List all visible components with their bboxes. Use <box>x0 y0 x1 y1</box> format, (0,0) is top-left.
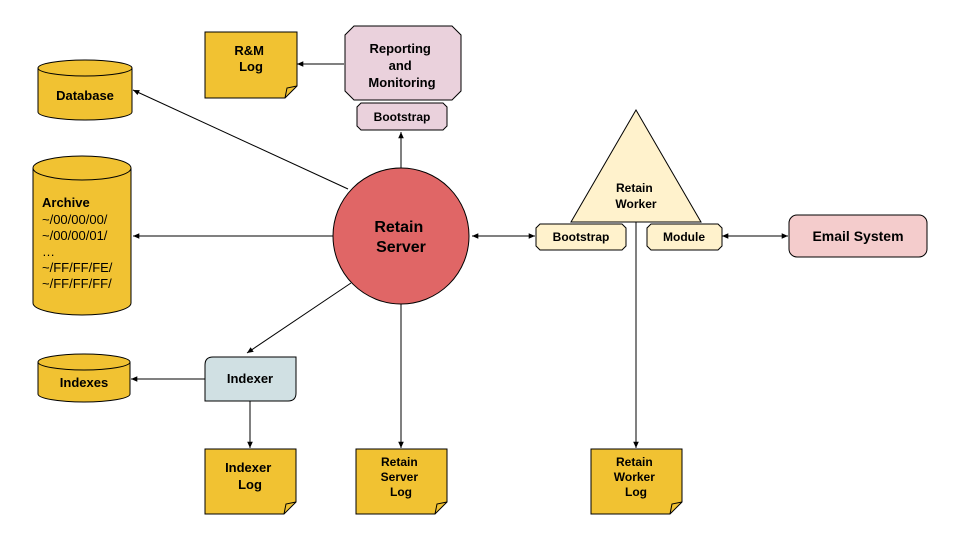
archive-path-4: ~/FF/FF/FF/ <box>42 276 112 291</box>
worker-log-line-2: Worker <box>614 470 655 484</box>
worker-bootstrap-label: Bootstrap <box>553 230 610 244</box>
svg-text:Reporting and Moni: Reporting and Monitoring <box>368 41 435 90</box>
server-log-line-3: Log <box>390 485 412 499</box>
arrow-server-to-indexer <box>246 282 352 354</box>
indexer-node: Indexer <box>204 356 297 402</box>
archive-path-1: ~/00/00/00/ <box>42 212 108 227</box>
server-log-line-2: Server <box>381 470 419 484</box>
retain-server-line-1: Retain <box>374 219 423 236</box>
retain-worker-node: Retain Worker <box>570 109 702 223</box>
email-system-node: Email System <box>788 214 928 258</box>
server-log-line-1: Retain <box>381 455 418 469</box>
indexer-log-document: Indexer Log <box>204 448 297 515</box>
archive-title: Archive <box>42 195 90 210</box>
worker-bootstrap-node: Bootstrap <box>535 223 627 251</box>
connectors <box>131 61 788 448</box>
svg-text:~/00/00/00/ ~/00/00/01/: ~/00/00/00/ ~/00/00/01/ … ~/FF/FF/FE/ ~/… <box>42 212 116 291</box>
reporting-line-2: and <box>389 58 412 73</box>
retain-server-log-document: Retain Server Log <box>355 448 448 515</box>
reporting-bootstrap-node: Bootstrap <box>356 102 448 131</box>
reporting-line-3: Monitoring <box>368 75 435 90</box>
archive-path-2: ~/00/00/01/ <box>42 228 108 243</box>
worker-log-line-1: Retain <box>616 455 653 469</box>
svg-text:Retain Server: Retain Server <box>374 219 427 256</box>
worker-module-label: Module <box>663 230 705 244</box>
indexes-label: Indexes <box>60 375 108 390</box>
svg-text:Retain Server Log: Retain Server Log <box>381 455 422 499</box>
reporting-bootstrap-label: Bootstrap <box>374 110 431 124</box>
svg-text:Retain Worker Log: Retain Worker Log <box>614 455 658 499</box>
retain-worker-line-2: Worker <box>615 197 656 211</box>
archive-ellipsis: … <box>42 244 55 259</box>
email-system-label: Email System <box>812 228 903 244</box>
svg-text:Indexer Log: Indexer Log <box>225 460 275 492</box>
indexes-cylinder: Indexes <box>37 353 131 403</box>
rm-log-line-2: Log <box>239 59 263 74</box>
rm-log-line-1: R&M <box>234 43 264 58</box>
reporting-line-1: Reporting <box>369 41 430 56</box>
rm-log-document: R&M Log <box>204 31 298 99</box>
reporting-monitoring-node: Reporting and Monitoring <box>344 25 462 101</box>
retain-worker-line-1: Retain <box>616 181 653 195</box>
worker-module-node: Module <box>646 223 723 251</box>
indexer-label: Indexer <box>227 371 273 386</box>
indexer-log-line-1: Indexer <box>225 460 271 475</box>
retain-server-node: Retain Server <box>332 167 470 305</box>
archive-path-3: ~/FF/FF/FE/ <box>42 260 113 275</box>
retain-worker-log-document: Retain Worker Log <box>590 448 683 515</box>
database-cylinder: Database <box>37 59 133 121</box>
svg-text:Retain Worker: Retain Worker <box>615 181 656 211</box>
indexer-log-line-2: Log <box>238 477 262 492</box>
retain-server-line-2: Server <box>376 239 426 256</box>
svg-text:R&M Log: R&M Log <box>234 43 267 74</box>
archive-cylinder: Archive ~/00/00/00/ ~/00/00/01/ … ~/FF/F… <box>32 155 132 316</box>
arrow-server-to-database <box>132 89 349 190</box>
database-label: Database <box>56 88 114 103</box>
worker-log-line-3: Log <box>625 485 647 499</box>
